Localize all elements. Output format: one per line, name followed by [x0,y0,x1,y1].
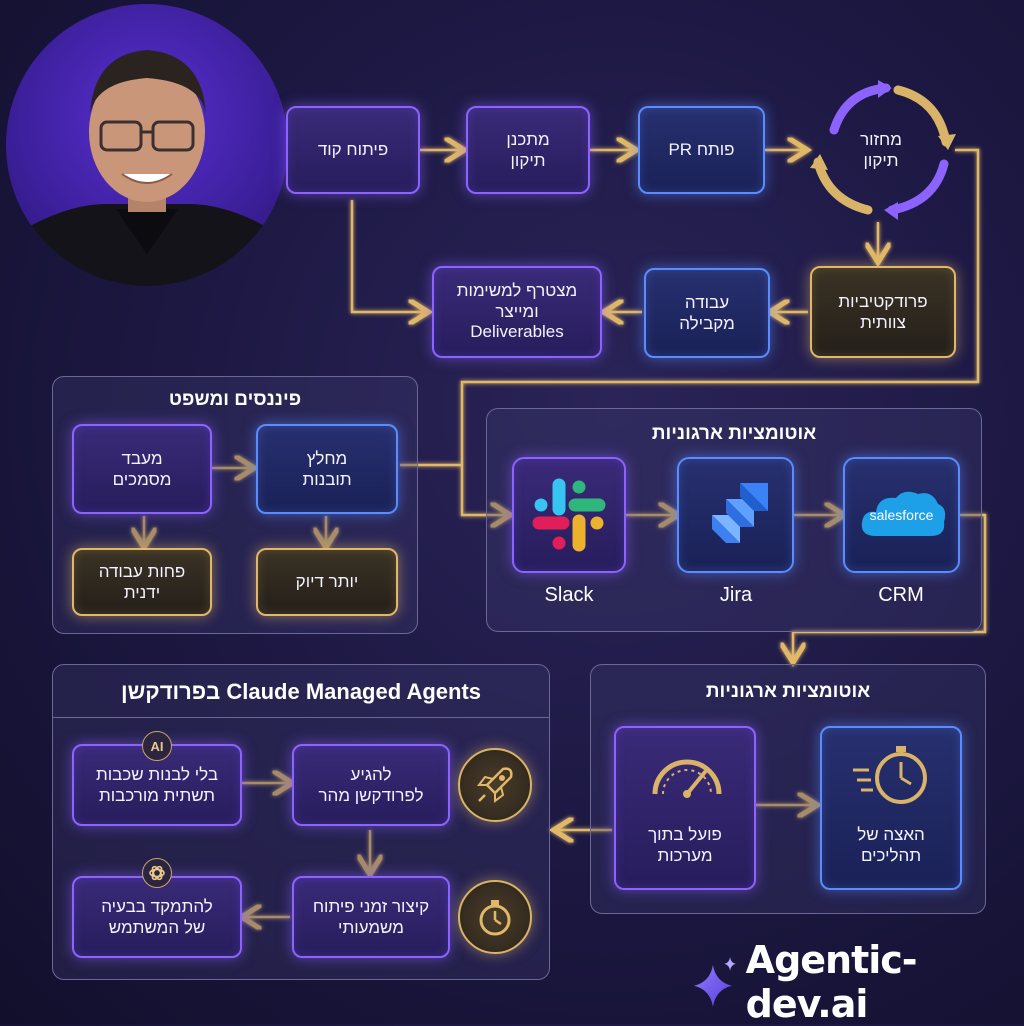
parallel-work-box: עבודה מקבילה [644,268,770,358]
salesforce-wordmark: salesforce [869,507,934,523]
cycle-arrows-icon [810,80,956,220]
works-in-systems-box: פועל בתוך מערכות [614,726,756,890]
code-development-box: פיתוח קוד [286,106,420,194]
insight-extractor-box: מחלץ תובנות [256,424,398,514]
stopwatch-speed-icon [853,746,927,804]
sparkle-icon [693,957,736,1007]
jira-icon [711,483,768,543]
plans-fix-box: מתכנן תיקון [466,106,590,194]
org-automation-title: אוטומציות ארגוניות [651,423,817,444]
document-processor-box: מעבד מסמכים [72,424,212,514]
focus-on-user-box: להתמקד בבעיה של המשתמש [72,876,242,958]
rocket-icon [458,748,532,822]
brand-name: Agentic-dev.ai [745,938,918,1026]
salesforce-icon: salesforce [856,486,948,544]
finance-panel-title: פיננסים ומשפט [168,389,302,410]
fix-cycle: מחזור תיקון [806,78,956,222]
openai-badge-icon [142,858,172,888]
presenter-avatar [6,4,288,286]
anthropic-ai-badge-icon: AI [142,731,172,761]
jira-tile [677,457,794,573]
shorten-dev-time-box: קיצור זמני פיתוח משמעותי [292,876,450,958]
process-acceleration-box: האצה של תהליכים [820,726,962,890]
stopwatch-icon [458,880,532,954]
gauge-icon [652,759,722,798]
opens-pr-box: פותח PR [638,106,765,194]
crm-tile: salesforce [843,457,960,573]
person-portrait-icon [6,50,288,286]
team-productivity-box: פרודקטיביות צוותית [810,266,956,358]
brand-logo: Agentic-dev.ai [692,938,1024,1026]
slack-icon [532,478,606,552]
slack-tile [512,457,626,573]
crm-label: CRM [878,584,924,606]
org-automation-title-2: אוטומציות ארגוניות [705,681,871,702]
reach-production-box: להגיע לפרודקשן מהר [292,744,450,826]
fix-cycle-label: מחזור תיקון [860,129,902,170]
jira-label: Jira [719,584,753,606]
joins-tasks-box: מצטרף למשימות ומייצר Deliverables [432,266,602,358]
slack-label: Slack [544,584,594,606]
claude-panel-title: Claude Managed Agents בפרודקשן [120,679,482,704]
less-manual-work-box: פחות עבודה ידנית [72,548,212,616]
more-accuracy-box: יותר דיוק [256,548,398,616]
